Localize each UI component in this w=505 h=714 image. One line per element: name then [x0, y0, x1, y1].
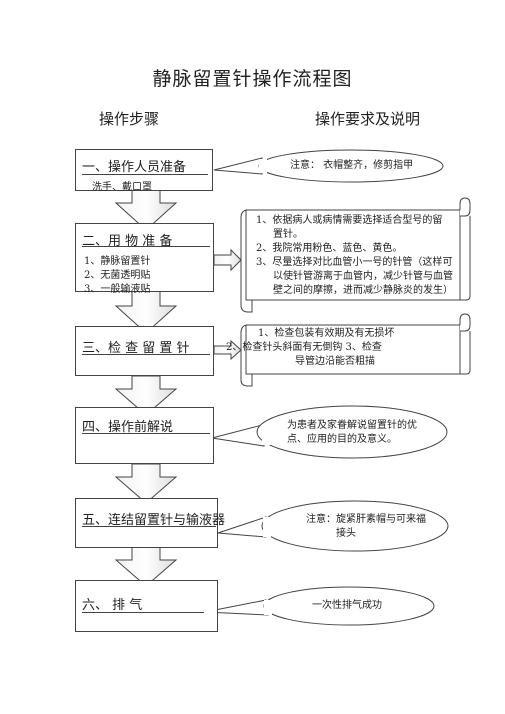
note-2-line-4: 3、尽量选择对比血管小一号的针管（这样可	[256, 257, 453, 268]
step-2-title: 二、用 物 准 备	[82, 234, 173, 249]
step-1-item-1: 洗手、戴口罩	[92, 182, 152, 193]
note-5: 注意：旋紧肝素帽与可来福 接头	[306, 513, 426, 541]
step-box-1: 一、操作人员准备 洗手、戴口罩	[75, 149, 213, 193]
step-box-2: 二、用 物 准 备 1、静脉留置针 2、无菌透明贴 3、一般输液贴	[75, 223, 214, 295]
note-4-line-2: 点、应用的目的及意义。	[287, 434, 397, 445]
callout-ellipse-4	[211, 405, 448, 459]
step-5-title: 五、连结留置针与输液器	[82, 513, 226, 528]
column-header-requirements: 操作要求及说明	[315, 110, 421, 128]
note-5-line-1: 注意：旋紧肝素帽与可来福	[306, 514, 426, 525]
note-6: 一次性排气成功	[312, 600, 382, 611]
note-3-line-3: 导管边沿能否粗描	[295, 356, 375, 367]
step-box-5: 五、连结留置针与输液器	[75, 498, 226, 548]
callout-ellipse-1	[213, 149, 444, 183]
note-5-line-2: 接头	[336, 528, 356, 539]
note-4: 为患者及家眷解说留置针的优 点、应用的目的及意义。	[287, 419, 417, 447]
note-3-line-1: 1、检查包装有效期及有无损坏	[258, 328, 395, 339]
step-3-underline	[82, 354, 210, 355]
step-2-item-1: 1、静脉留置针	[84, 256, 151, 267]
right-arrow-1	[213, 248, 242, 272]
step-1-title: 一、操作人员准备	[82, 160, 187, 175]
down-arrow-1	[114, 189, 178, 231]
down-arrow-2	[114, 290, 178, 334]
step-box-6: 六、 排 气	[75, 580, 218, 632]
note-2-line-6: 壁之间的摩擦，进而减少静脉炎的发生）	[273, 285, 453, 296]
step-4-title: 四、操作前解说	[82, 420, 174, 435]
right-arrow-2	[213, 339, 242, 361]
step-5-underline	[82, 526, 216, 527]
step-box-4: 四、操作前解说	[75, 407, 214, 464]
note-2-line-5: 以使针管游离于血管内，减少针管与血管	[273, 271, 453, 282]
note-2-line-2: 置针。	[273, 229, 303, 240]
down-arrow-4	[114, 463, 178, 504]
step-2-item-3: 3、一般输液贴	[84, 284, 151, 295]
step-6-title: 六、 排 气	[82, 598, 143, 613]
callout-ellipse-5	[217, 500, 449, 552]
step-4-underline	[82, 433, 210, 434]
column-header-steps: 操作步骤	[99, 110, 160, 128]
step-box-3: 三、检 查 留 置 针	[75, 326, 214, 376]
page-title: 静脉留置针操作流程图	[152, 68, 353, 90]
step-6-underline	[82, 612, 204, 613]
step-2-item-2: 2、无菌透明贴	[84, 270, 151, 281]
note-3-line-2: 2、检查针头斜面有无倒钩 3、检查	[226, 342, 382, 353]
step-1-underline	[82, 174, 208, 175]
note-3: 1、检查包装有效期及有无损坏 2、检查针头斜面有无倒钩 3、检查 导管边沿能否粗…	[226, 327, 463, 369]
note-2-line-1: 1、依据病人或病情需要选择适合型号的留	[256, 215, 443, 226]
note-2: 1、依据病人或病情需要选择适合型号的留 置针。 2、我院常用粉色、蓝色、黄色。 …	[256, 214, 461, 298]
scroll-note-2	[240, 313, 471, 387]
down-arrow-3	[114, 375, 178, 416]
callout-ellipse-6	[204, 586, 435, 626]
down-arrow-5	[114, 546, 178, 587]
step-3-title: 三、检 查 留 置 针	[82, 341, 190, 356]
step-2-underline	[82, 246, 210, 247]
note-1: 注意： 衣帽整齐，修剪指甲	[290, 160, 414, 171]
note-4-line-1: 为患者及家眷解说留置针的优	[287, 420, 417, 431]
scroll-note-1	[240, 197, 471, 313]
note-2-line-3: 2、我院常用粉色、蓝色、黄色。	[256, 243, 403, 254]
